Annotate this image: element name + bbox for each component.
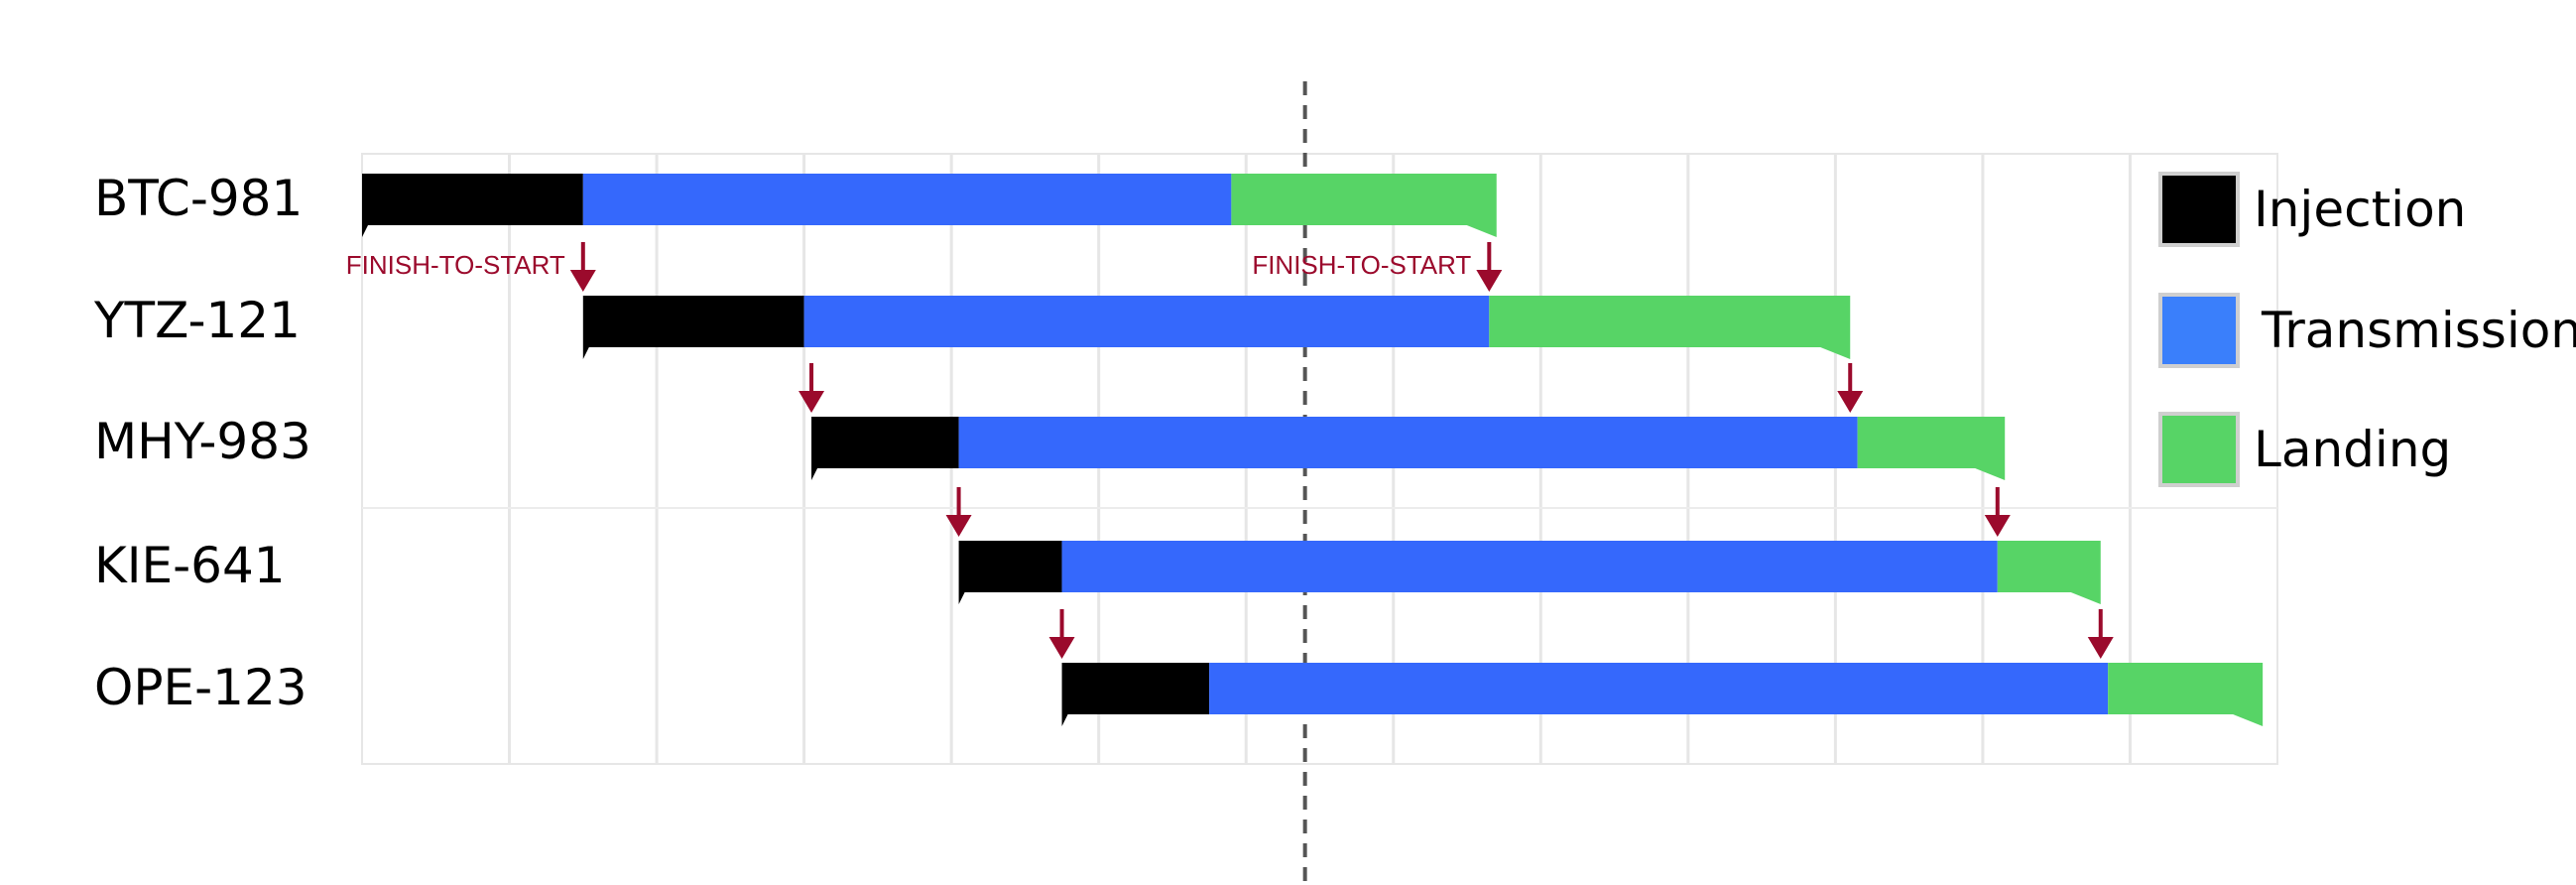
legend-label: Injection [2254,181,2466,238]
row-label: OPE-123 [94,659,307,716]
bar-injection [811,417,959,480]
bar-transmission [582,174,1232,225]
dependency-arrow-head [1048,637,1075,659]
bar-landing [1997,541,2101,604]
bar-injection [362,174,583,237]
bar-injection [958,541,1062,604]
bar-landing [1489,296,1851,359]
legend-swatch [2158,293,2240,368]
bar-injection [582,296,804,359]
bar-landing [1231,174,1497,237]
dependency-arrows: FINISH-TO-START FINISH-TO-START [346,242,2114,659]
legend-swatch [2158,172,2240,247]
row-label: BTC-981 [94,170,303,227]
bar-transmission [1209,663,2109,714]
dependency-label: FINISH-TO-START [346,250,565,280]
row-label: MHY-983 [94,413,311,470]
dependency-label: FINISH-TO-START [1252,250,1471,280]
bar-injection [1061,663,1210,726]
bar-landing [2108,663,2264,726]
bar-transmission [803,296,1490,347]
dependency-arrow-head [1984,515,2011,537]
dependency-arrow-head [945,515,972,537]
legend-label: Landing [2254,421,2451,478]
bar-transmission [1061,541,1998,592]
dependency-arrow-head [1476,270,1503,292]
bar-transmission [958,417,1858,468]
legend-swatch [2158,412,2240,487]
row-label: KIE-641 [94,537,286,594]
legend-label: Transmission [2261,302,2576,359]
dependency-arrow-head [798,391,825,413]
dependency-arrow-head [1837,391,1864,413]
dependency-arrow-head [569,270,596,292]
dependency-arrow-head [2087,637,2114,659]
bar-landing [1857,417,2006,480]
row-label: YTZ-121 [93,292,301,349]
